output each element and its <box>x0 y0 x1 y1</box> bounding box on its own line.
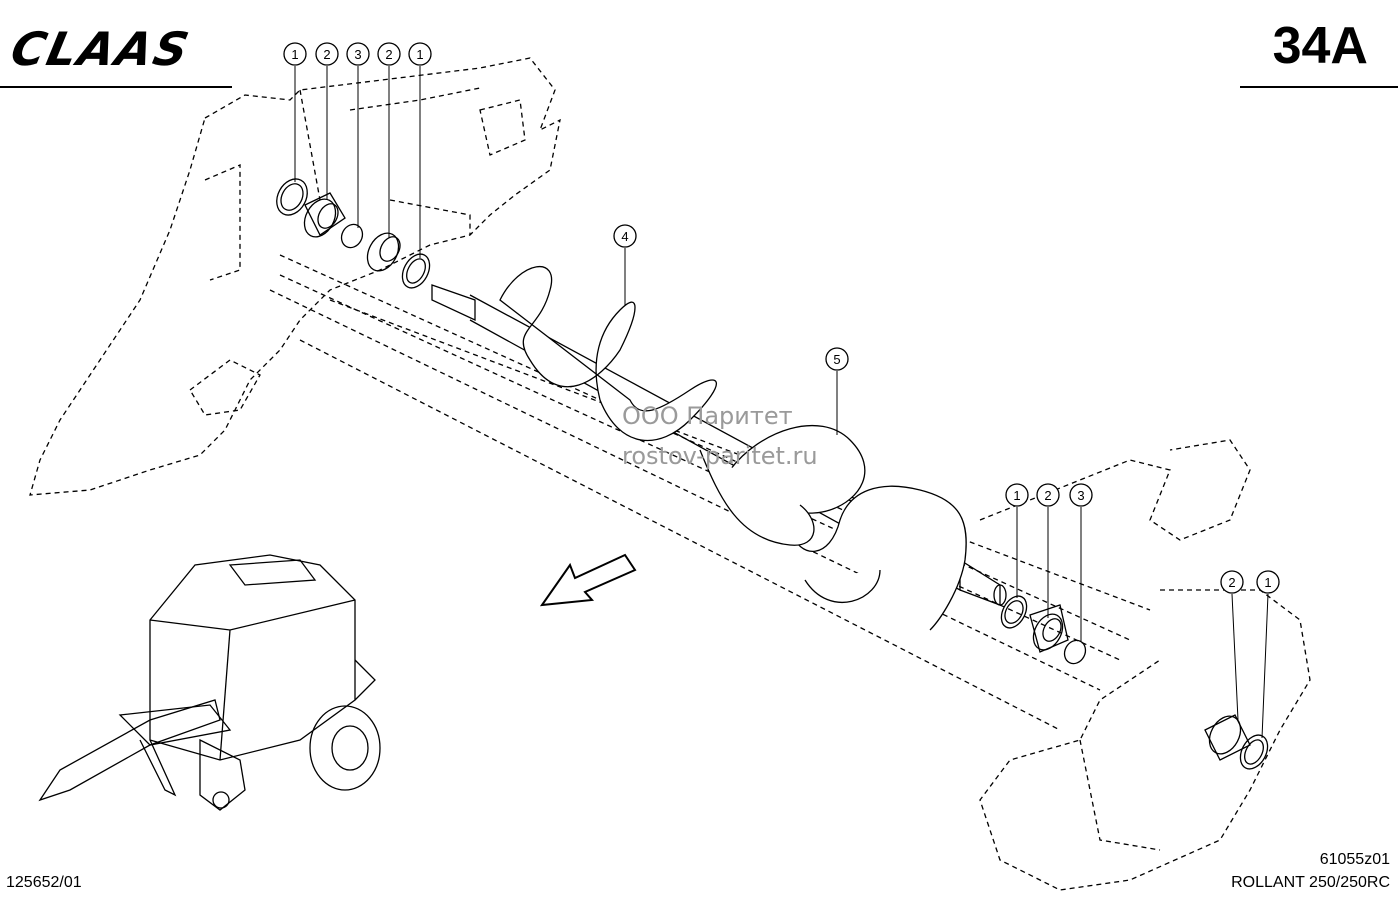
header-rule-right <box>1240 86 1398 88</box>
callout-bubble <box>408 42 432 66</box>
callout-leaders <box>294 66 1269 739</box>
callout-label: 3 <box>1077 488 1084 503</box>
callout-bubble <box>377 42 401 66</box>
model-name: ROLLANT 250/250RC <box>1231 874 1390 891</box>
callout-label: 2 <box>323 47 330 62</box>
page-code: 34A <box>1272 17 1368 75</box>
callout-label: 2 <box>1228 575 1235 590</box>
callout-label: 1 <box>1264 575 1271 590</box>
callout-label: 3 <box>354 47 361 62</box>
direction-arrow <box>539 553 637 607</box>
callout-bubble <box>315 42 339 66</box>
callout-bubble <box>825 347 849 371</box>
baler-inset-illustration <box>38 554 381 811</box>
callout-bubble <box>1220 570 1244 594</box>
right-bearing-group <box>1000 595 1269 770</box>
callout-label: 2 <box>1044 488 1051 503</box>
long-beam-outline <box>269 254 1311 891</box>
drawing-number: 61055z01 <box>1319 851 1390 868</box>
callout-label: 1 <box>1013 488 1020 503</box>
callout-label: 1 <box>291 47 298 62</box>
auger-flights <box>499 266 967 631</box>
left-bearing-group <box>276 178 431 289</box>
callout-label: 5 <box>833 352 840 367</box>
callout-bubble <box>1036 483 1060 507</box>
left-frame-outline <box>29 57 561 496</box>
callout-label: 1 <box>416 47 423 62</box>
callout-bubble <box>346 42 370 66</box>
callout-label: 2 <box>385 47 392 62</box>
header-rule-left <box>0 86 232 88</box>
watermark-site: rostov-paritet.ru <box>622 442 818 470</box>
callout-bubble <box>1256 570 1280 594</box>
callout-label: 4 <box>621 229 628 244</box>
watermark-company: ООО Паритет <box>622 402 793 430</box>
callout-bubble <box>283 42 307 66</box>
document-number: 125652/01 <box>6 874 82 891</box>
callout-bubbles <box>283 42 1280 594</box>
callout-bubble <box>613 224 637 248</box>
callout-bubble <box>1069 483 1093 507</box>
callout-bubble <box>1005 483 1029 507</box>
